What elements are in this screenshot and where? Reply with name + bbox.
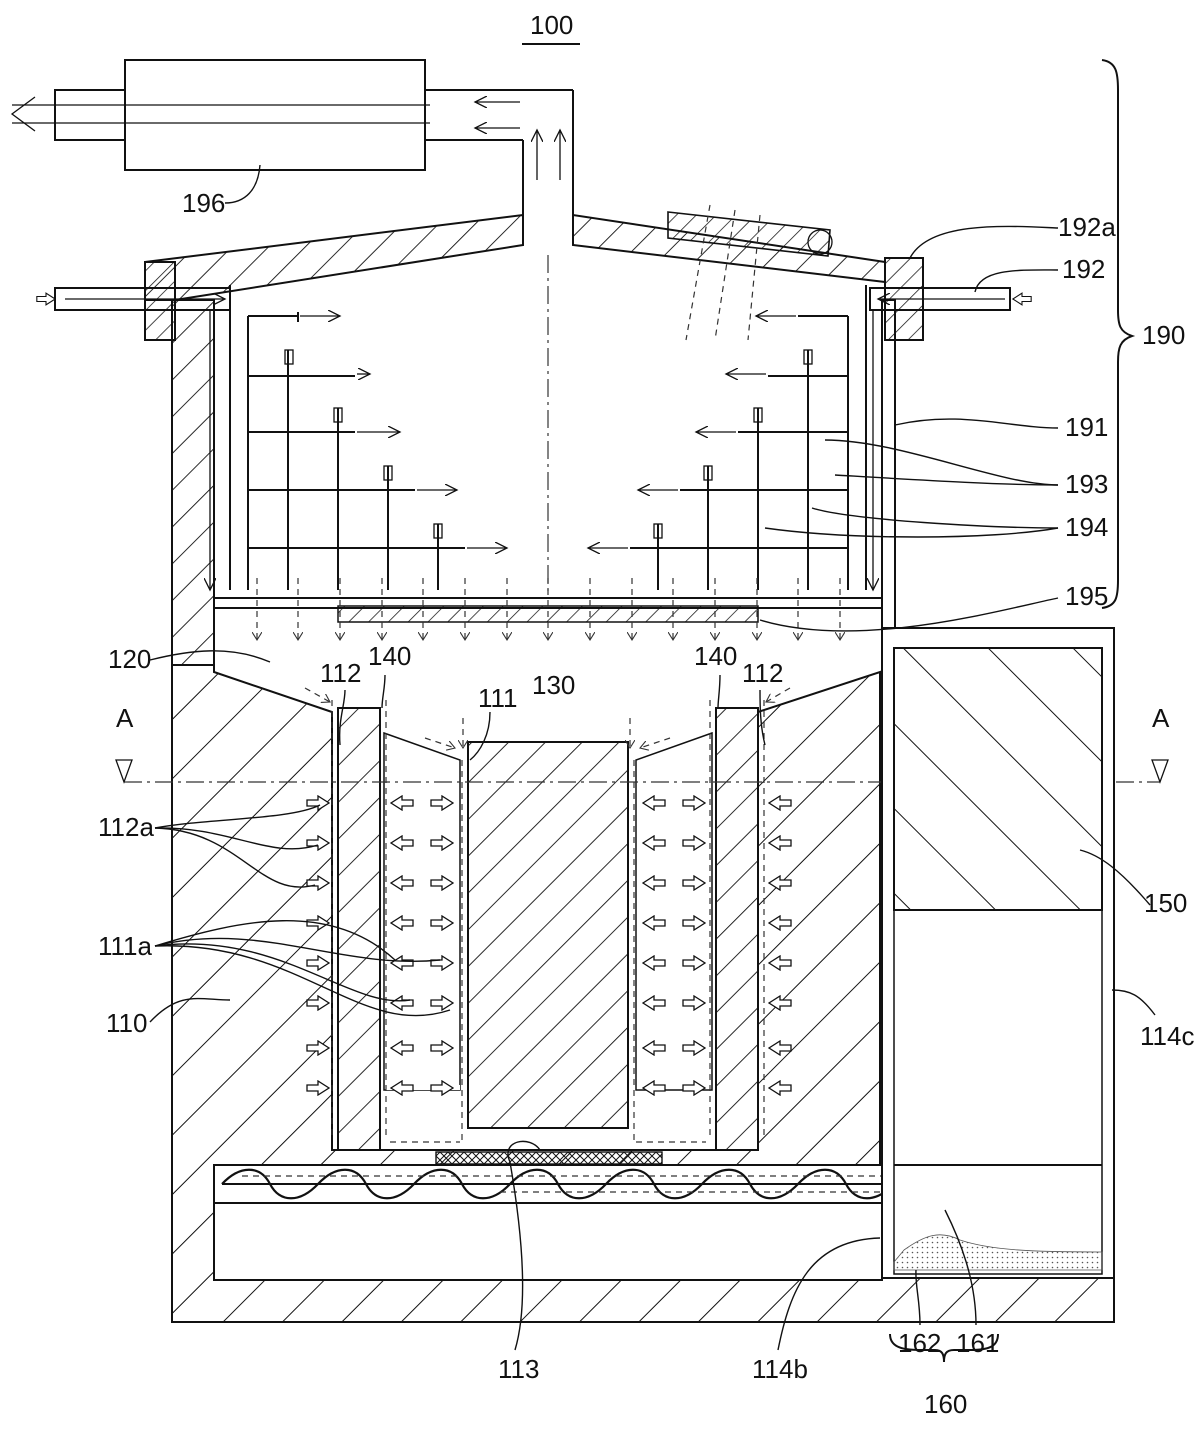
label-191: 191 [1065, 412, 1108, 442]
collection-box-150 [882, 628, 1114, 1278]
label-114b: 114b [752, 1354, 808, 1384]
label-114c: 114c [1140, 1021, 1194, 1051]
label-112-right: 112 [742, 658, 783, 688]
label-112a: 112a [98, 812, 154, 842]
label-140-right: 140 [694, 641, 737, 671]
label-111a: 111a [98, 931, 153, 961]
label-120: 120 [108, 644, 151, 674]
label-110: 110 [106, 1008, 147, 1038]
label-192: 192 [1062, 254, 1105, 284]
label-111: 111 [478, 683, 518, 713]
label-192a: 192a [1058, 212, 1116, 242]
label-113: 113 [498, 1354, 539, 1384]
label-193: 193 [1065, 469, 1108, 499]
svg-text:100: 100 [530, 10, 573, 40]
perforated-plate-195 [214, 578, 882, 640]
label-194: 194 [1065, 512, 1108, 542]
label-161: 161 [956, 1328, 999, 1358]
label-162: 162 [898, 1328, 941, 1358]
label-190: 190 [1142, 320, 1185, 350]
label-195: 195 [1065, 581, 1108, 611]
figure-ref-100: 100 [522, 10, 580, 44]
lid-assembly [37, 205, 1031, 665]
right-shelf-rack [588, 316, 848, 590]
label-140-left: 140 [368, 641, 411, 671]
label-a-right: A [1152, 703, 1170, 733]
left-shelf-rack [248, 312, 507, 590]
label-130: 130 [532, 670, 575, 700]
label-a-left: A [116, 703, 134, 733]
label-112-left: 112 [320, 658, 361, 688]
label-150: 150 [1144, 888, 1187, 918]
label-196: 196 [182, 188, 225, 218]
filter-113 [436, 1152, 662, 1164]
label-160: 160 [924, 1389, 967, 1419]
exhaust-unit-196 [12, 60, 573, 215]
